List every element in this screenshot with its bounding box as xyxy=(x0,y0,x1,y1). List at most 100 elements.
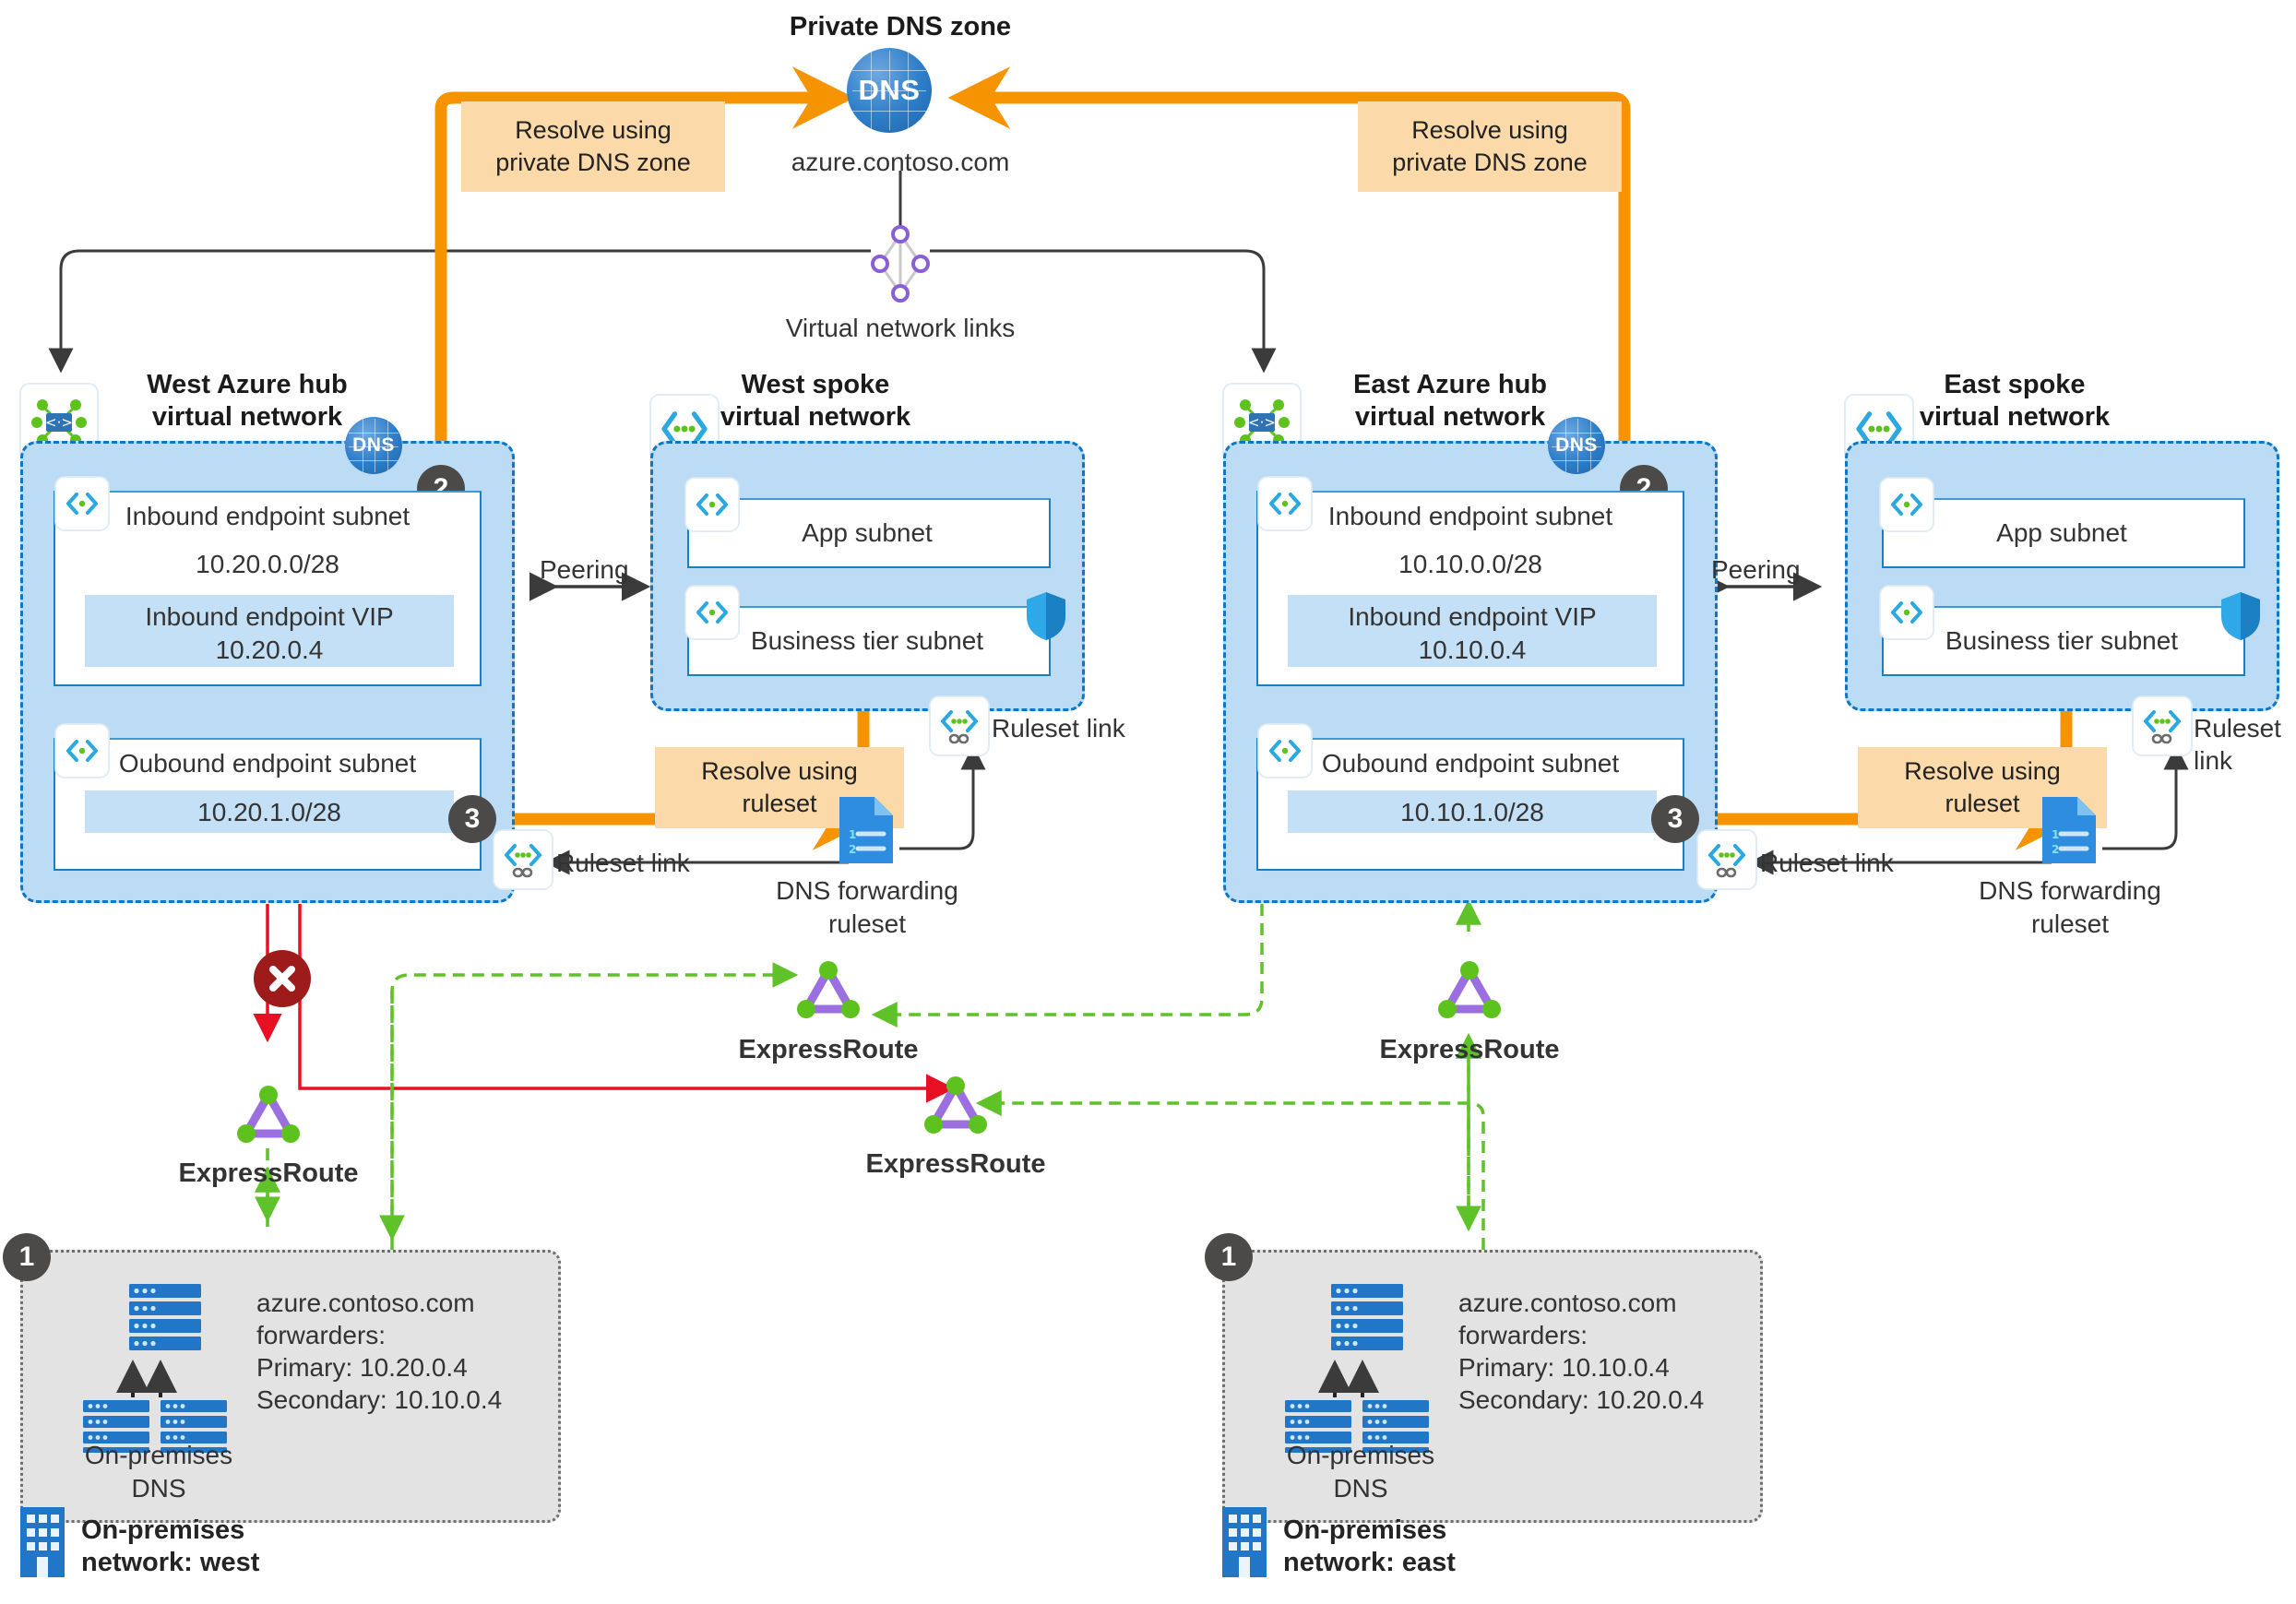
dns-label: DNS xyxy=(1555,434,1598,456)
west-spoke-ruleset-link-label: Ruleset link xyxy=(992,714,1125,743)
west-spoke-app-subnet-name: App subnet xyxy=(802,518,933,547)
onprem-east-zone: azure.contoso.com xyxy=(1458,1289,1677,1317)
svg-text:2: 2 xyxy=(849,843,856,856)
west-outbound-subnet-cidr: 10.20.1.0/28 xyxy=(197,798,341,826)
east-outbound-subnet-name: Oubound endpoint subnet xyxy=(1321,749,1620,778)
east-inbound-vip-address: 10.10.0.4 xyxy=(1418,636,1527,665)
west-hub-ruleset-link-label: Ruleset link xyxy=(556,849,690,877)
onprem-east-network-label: On-premises network: east xyxy=(1283,1515,1456,1578)
on-premises-building-icon xyxy=(1222,1507,1267,1577)
west-outbound-subnet-name: Oubound endpoint subnet xyxy=(118,749,417,778)
onprem-east-primary: Primary: 10.10.0.4 xyxy=(1458,1353,1670,1382)
dns-server-stack-icon xyxy=(83,1284,227,1453)
callout-resolve-private-dns-zone-east: Resolve using private DNS zone xyxy=(1358,101,1622,192)
east-hub-ruleset-link-label: Ruleset link xyxy=(1760,849,1894,877)
east-spoke-business-subnet xyxy=(1882,606,2245,676)
virtual-network-links-label: Virtual network links xyxy=(785,314,1016,342)
west-outbound-cidr-box: 10.20.1.0/28 xyxy=(85,790,454,833)
expressroute-icon xyxy=(1438,961,1501,1018)
east-inbound-vip-label: Inbound endpoint VIP xyxy=(1348,602,1597,631)
dns-server-stack-icon xyxy=(1285,1284,1429,1453)
blocked-path-icon xyxy=(254,950,311,1007)
subnet-icon xyxy=(55,724,109,778)
callout-text: Resolve using ruleset xyxy=(1904,757,2061,817)
west-spoke-business-subnet xyxy=(687,606,1051,676)
west-inbound-subnet-cidr: 10.20.0.0/28 xyxy=(196,550,339,578)
expressroute-label-middle-bottom: ExpressRoute xyxy=(865,1149,1046,1179)
onprem-west-badge-1: 1 xyxy=(3,1233,51,1281)
east-inbound-subnet-cidr: 10.10.0.0/28 xyxy=(1398,550,1542,578)
callout-text: Resolve using ruleset xyxy=(701,757,858,817)
ruleset-link-icon xyxy=(930,696,989,755)
dns-forwarding-ruleset-icon: 1 2 xyxy=(2042,797,2096,863)
onprem-east-box xyxy=(1222,1250,1763,1523)
badge-label: 3 xyxy=(464,803,481,834)
west-spoke-title: West spoke virtual network xyxy=(720,370,911,433)
onprem-east-forwarders-title: forwarders: xyxy=(1458,1321,1588,1349)
east-peering-label: Peering xyxy=(1711,555,1801,584)
security-shield-icon xyxy=(2221,592,2260,640)
subnet-icon xyxy=(1880,586,1933,639)
expressroute-icon xyxy=(237,1086,300,1143)
subnet-icon xyxy=(685,586,739,639)
west-hub-badge-3: 3 xyxy=(448,795,496,843)
east-inbound-subnet-name: Inbound endpoint subnet xyxy=(1327,502,1613,530)
east-spoke-ruleset-link-label: Ruleset link xyxy=(2194,714,2281,775)
expressroute-label-middle-top: ExpressRoute xyxy=(738,1035,919,1064)
dns-globe-icon: DNS xyxy=(847,48,932,133)
east-outbound-cidr-box: 10.10.1.0/28 xyxy=(1288,790,1657,833)
expressroute-icon xyxy=(924,1076,987,1134)
on-premises-building-icon xyxy=(20,1507,65,1577)
onprem-west-network-label: On-premises network: west xyxy=(81,1515,260,1578)
west-hub-title: West Azure hub virtual network xyxy=(147,370,348,433)
east-spoke-app-subnet xyxy=(1882,498,2245,568)
east-outbound-subnet-cidr: 10.10.1.0/28 xyxy=(1400,798,1544,826)
subnet-icon xyxy=(1258,724,1312,778)
east-hub-badge-3: 3 xyxy=(1651,795,1699,843)
east-spoke-title: East spoke virtual network xyxy=(1919,370,2111,433)
onprem-east-secondary: Secondary: 10.20.0.4 xyxy=(1458,1385,1705,1414)
expressroute-label-west: ExpressRoute xyxy=(178,1158,359,1188)
svg-text:1: 1 xyxy=(849,828,856,841)
west-spoke-business-subnet-name: Business tier subnet xyxy=(750,626,984,655)
subnet-icon xyxy=(55,477,109,530)
dns-forwarding-ruleset-icon: 1 2 xyxy=(839,797,893,863)
ruleset-link-icon xyxy=(2133,696,2192,755)
west-inbound-vip-box: Inbound endpoint VIP 10.20.0.4 xyxy=(85,595,454,667)
dns-label: DNS xyxy=(352,434,395,456)
onprem-west-forwarders-title: forwarders: xyxy=(256,1321,387,1349)
east-spoke-business-subnet-name: Business tier subnet xyxy=(1945,626,2179,655)
security-shield-icon xyxy=(1027,592,1065,640)
east-dns-forwarding-ruleset-label: DNS forwarding ruleset xyxy=(1979,876,2161,939)
callout-text: Resolve using private DNS zone xyxy=(495,116,691,176)
west-hub-dns-icon: DNS xyxy=(345,417,402,474)
private-dns-zone-title: Private DNS zone xyxy=(789,12,1012,42)
ruleset-link-icon xyxy=(1697,830,1756,889)
west-inbound-vip-address: 10.20.0.4 xyxy=(215,636,324,665)
onprem-west-dns-label: On-premises DNS xyxy=(84,1441,233,1503)
onprem-east-badge-1: 1 xyxy=(1205,1233,1253,1281)
svg-text:<·>: <·> xyxy=(45,414,73,431)
expressroute-label-east: ExpressRoute xyxy=(1379,1035,1560,1064)
onprem-west-zone: azure.contoso.com xyxy=(256,1289,475,1317)
onprem-west-primary: Primary: 10.20.0.4 xyxy=(256,1353,468,1382)
west-dns-forwarding-ruleset-label: DNS forwarding ruleset xyxy=(776,876,958,939)
dns-globe-label: DNS xyxy=(858,74,921,106)
badge-label: 1 xyxy=(1220,1242,1237,1272)
callout-resolve-private-dns-zone-west: Resolve using private DNS zone xyxy=(461,101,725,192)
east-inbound-vip-box: Inbound endpoint VIP 10.10.0.4 xyxy=(1288,595,1657,667)
subnet-icon xyxy=(1880,478,1933,531)
svg-text:1: 1 xyxy=(2052,828,2059,841)
svg-text:2: 2 xyxy=(2052,843,2059,856)
onprem-west-secondary: Secondary: 10.10.0.4 xyxy=(256,1385,503,1414)
west-spoke-app-subnet xyxy=(687,498,1051,568)
badge-label: 3 xyxy=(1667,803,1683,834)
east-spoke-app-subnet-name: App subnet xyxy=(1996,518,2127,547)
expressroute-icon xyxy=(797,961,860,1018)
east-hub-title: East Azure hub virtual network xyxy=(1352,370,1547,433)
callout-text: Resolve using private DNS zone xyxy=(1392,116,1588,176)
onprem-west-box xyxy=(20,1250,561,1523)
subnet-icon xyxy=(1258,477,1312,530)
callout-resolve-using-ruleset-west: Resolve using ruleset xyxy=(655,747,904,828)
ruleset-link-icon xyxy=(494,830,553,889)
